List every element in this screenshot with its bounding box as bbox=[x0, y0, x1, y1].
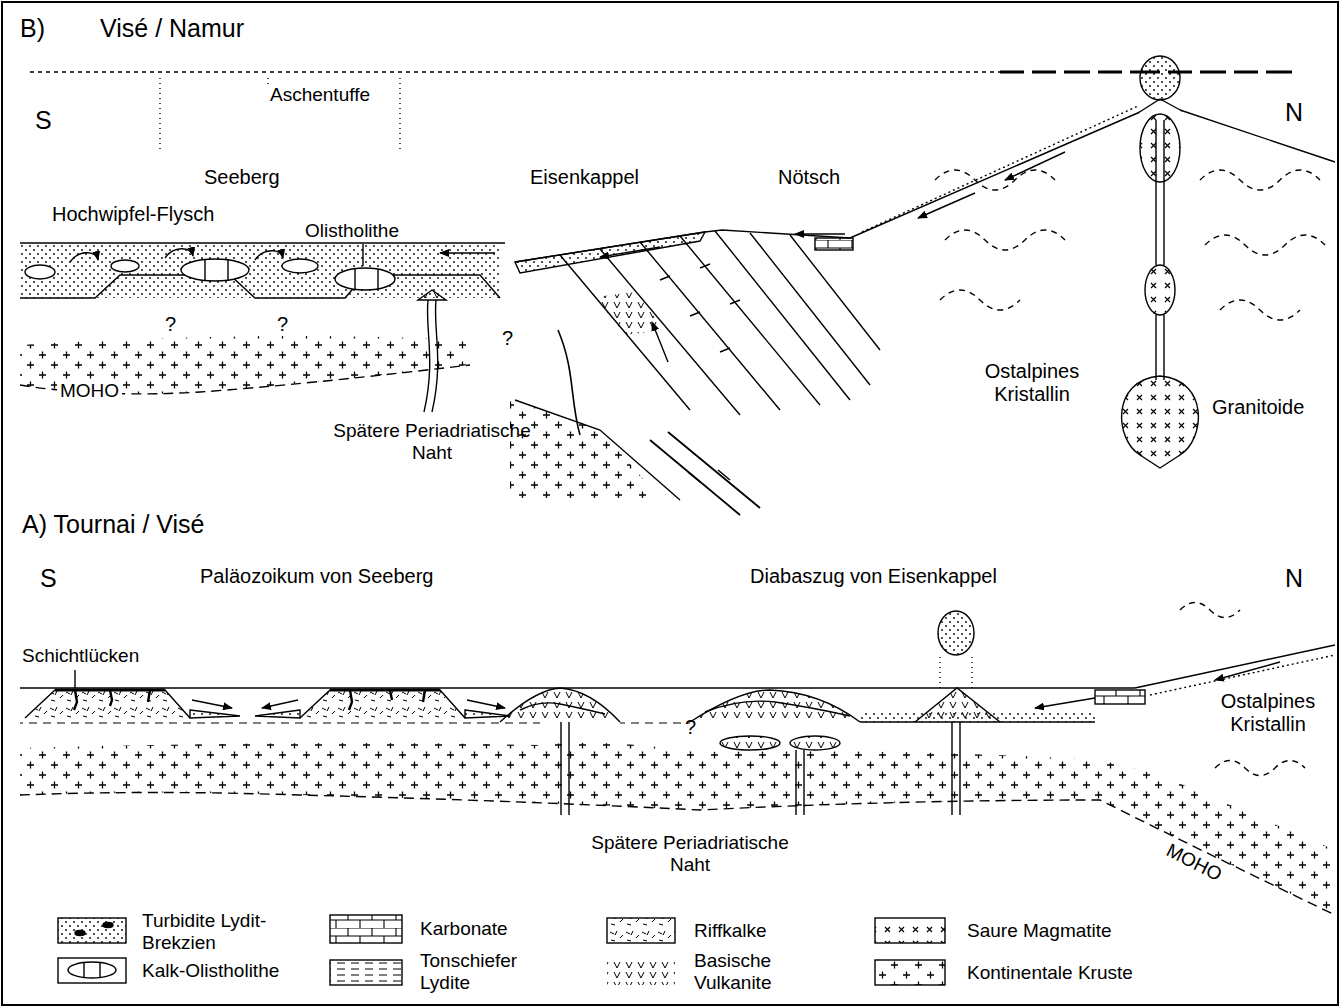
direction-label: N bbox=[1285, 98, 1303, 127]
direction-label: S bbox=[40, 564, 57, 593]
query-mark: ? bbox=[165, 313, 176, 336]
unit-name: Ostalpines Kristallin bbox=[1208, 690, 1328, 736]
unit-name: Ostalpines Kristallin bbox=[967, 360, 1097, 406]
legend-swatch bbox=[607, 960, 675, 985]
query-mark: ? bbox=[685, 716, 696, 739]
place-name: Nötsch bbox=[778, 166, 840, 189]
direction-label: S bbox=[35, 106, 52, 135]
place-name: Diabaszug von Eisenkappel bbox=[750, 565, 997, 588]
legend-text: Tonschiefer Lydite bbox=[420, 950, 540, 994]
place-name: Paläozoikum von Seeberg bbox=[200, 565, 433, 588]
legend-text: Saure Magmatite bbox=[967, 920, 1112, 942]
feature-label: Schichtlücken bbox=[22, 645, 139, 667]
layer-label: Aschentuffe bbox=[270, 84, 370, 106]
legend-swatch bbox=[607, 918, 675, 943]
place-name: Seeberg bbox=[204, 166, 280, 189]
panel-title: A) Tournai / Visé bbox=[22, 510, 205, 539]
legend-text: Kontinentale Kruste bbox=[967, 962, 1133, 984]
legend-text: Turbidite Lydit-Brekzien bbox=[142, 910, 292, 954]
suture-label: Spätere Periadriatische Naht bbox=[332, 420, 532, 464]
moho-label: MOHO bbox=[57, 380, 122, 402]
legend-swatch bbox=[58, 958, 126, 983]
suture-label: Spätere Periadriatische Naht bbox=[590, 832, 790, 876]
legend-swatch bbox=[58, 918, 126, 943]
legend-swatch bbox=[875, 960, 945, 985]
query-mark: ? bbox=[277, 313, 288, 336]
query-mark: ? bbox=[502, 327, 513, 350]
legend-swatch bbox=[330, 960, 402, 985]
place-name: Eisenkappel bbox=[530, 166, 639, 189]
unit-name: Hochwipfel-Flysch bbox=[52, 203, 214, 226]
unit-name: Olistholithe bbox=[305, 220, 399, 242]
panel-title: Visé / Namur bbox=[100, 14, 244, 43]
legend-swatch bbox=[875, 918, 945, 943]
unit-name: Granitoide bbox=[1212, 396, 1304, 419]
legend-text: Karbonate bbox=[420, 918, 508, 940]
legend-swatch bbox=[330, 915, 402, 943]
direction-label: N bbox=[1285, 564, 1303, 593]
panel-label: B) bbox=[20, 14, 45, 43]
legend-text: Riffkalke bbox=[694, 920, 767, 942]
legend-text: Basische Vulkanite bbox=[694, 950, 804, 994]
legend-text: Kalk-Olistholithe bbox=[142, 960, 279, 982]
